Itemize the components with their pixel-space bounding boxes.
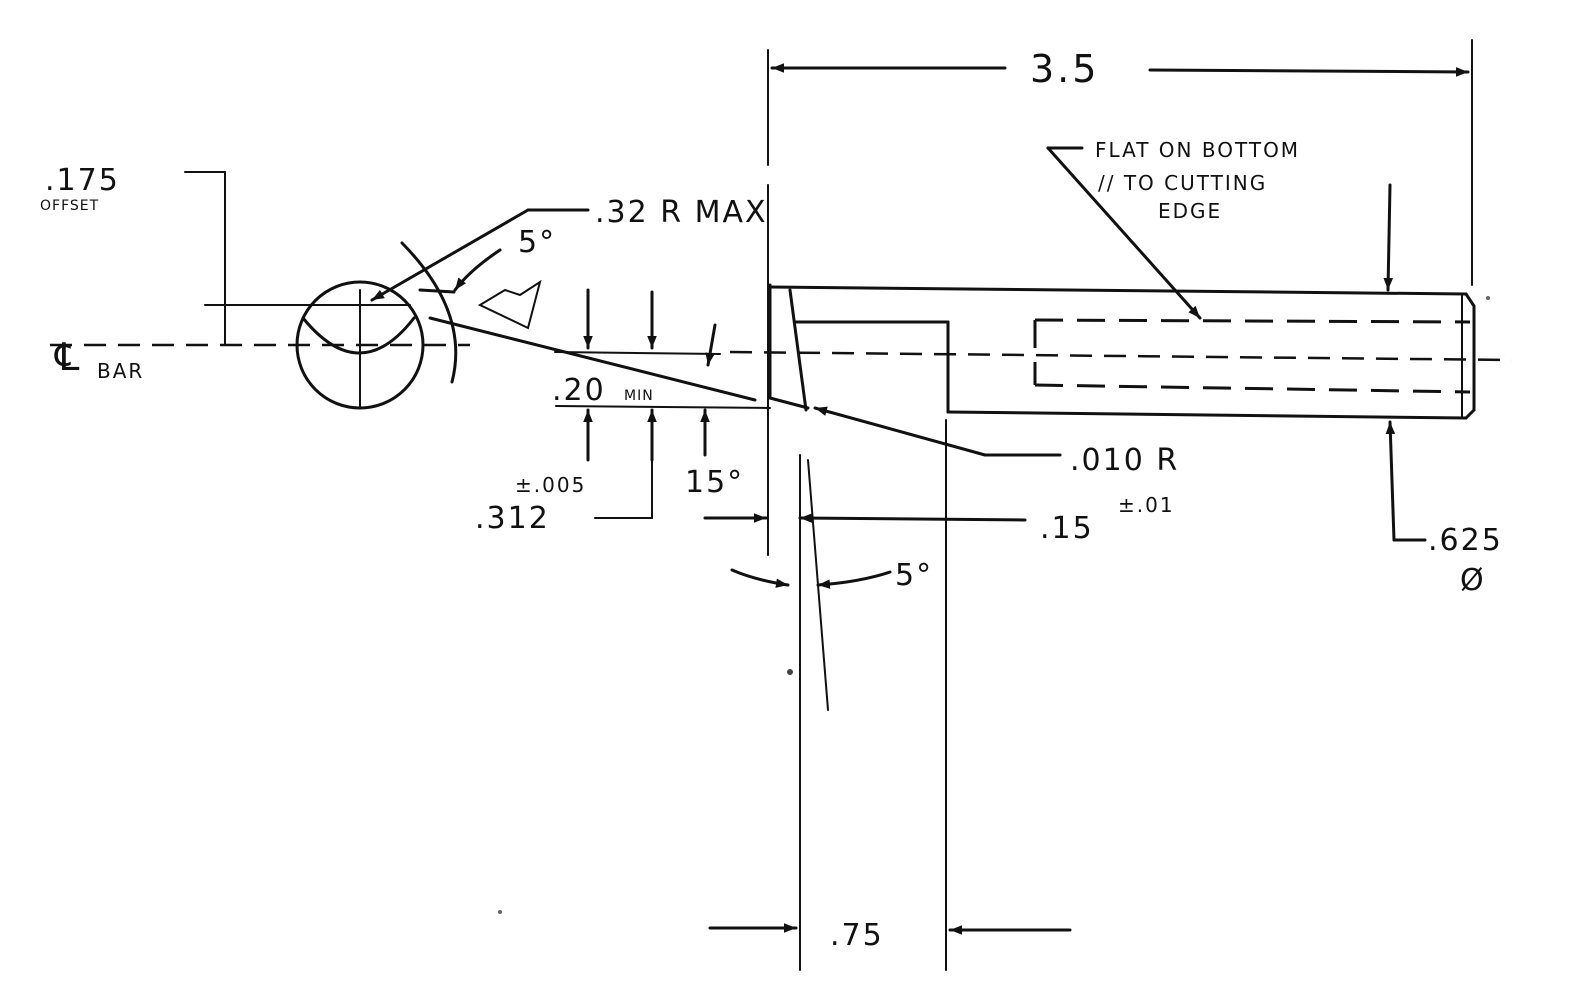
flat-note-line3: EDGE (1158, 199, 1222, 223)
min-height-value: .20 (552, 373, 606, 408)
width-dim-text: .75 (830, 918, 884, 953)
radius-max-callout: .32 R MAX (370, 195, 768, 302)
diameter-symbol: Ø (1460, 563, 1486, 598)
nose-radius-text: .010 R (1070, 443, 1179, 478)
bottom-angle: 5° (730, 459, 933, 711)
tool-body (729, 283, 1513, 420)
angle-15: 15° (685, 465, 744, 500)
width-dimension: .75 (708, 419, 1072, 971)
step-dim-value: .15 (1040, 511, 1094, 546)
step-dim-tol: ±.01 (1118, 493, 1175, 517)
end-view (50, 241, 470, 410)
overall-length-dimension: 3.5 (767, 39, 1473, 556)
offset-value: .175 (45, 163, 120, 198)
flat-note-line1: FLAT ON BOTTOM (1095, 138, 1300, 162)
top-angle-text: 5° (518, 225, 556, 260)
diameter-value: .625 (1428, 523, 1503, 558)
offset-label: OFFSET (40, 198, 99, 214)
tolerance-a: ±.005 (515, 473, 586, 497)
min-height-suffix: MIN (624, 388, 654, 404)
overall-length-text: 3.5 (1030, 47, 1099, 91)
centerline-symbol: ℄ (54, 335, 82, 379)
tip-construction (428, 288, 771, 519)
flat-note: FLAT ON BOTTOM // TO CUTTING EDGE (1046, 138, 1394, 320)
radius-max-text: .32 R MAX (595, 195, 768, 230)
offset-dimension: .175 OFFSET (40, 163, 226, 346)
height-dim: .312 (475, 501, 550, 536)
step-dimension: .15 ±.01 (703, 454, 1175, 971)
nose-radius-callout: .010 R (813, 406, 1179, 478)
diameter-dimension: .625 Ø (1385, 420, 1503, 598)
flat-note-line2: // TO CUTTING (1098, 171, 1267, 195)
top-angle: 5° (453, 225, 556, 330)
centerline-label: ℄ BAR (54, 335, 144, 383)
bottom-angle-text: 5° (895, 558, 933, 593)
centerline-bar-label: BAR (97, 359, 144, 383)
